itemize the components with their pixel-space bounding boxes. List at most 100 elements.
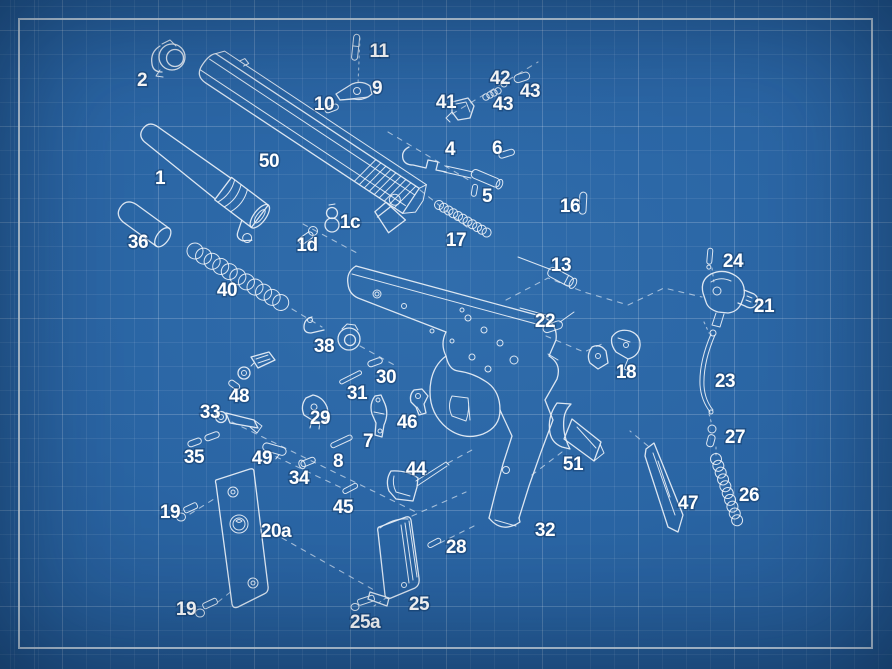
part-16-pin <box>578 191 588 215</box>
part-label-41: 41 <box>436 92 457 113</box>
part-label-13: 13 <box>551 255 571 276</box>
part-24-pin <box>706 247 714 270</box>
part-35-plunger-assembly <box>187 431 220 448</box>
part-label-11: 11 <box>369 41 389 62</box>
part-19-grip-screw-bottom <box>195 597 218 618</box>
assembly-dashed-lines <box>189 37 717 607</box>
part-label-33: 33 <box>200 402 220 423</box>
part-28-pin <box>427 537 442 549</box>
part-label-50: 50 <box>259 151 279 172</box>
part-44-magazine-catch <box>386 461 450 502</box>
part-31-pin <box>339 370 363 385</box>
part-label-6: 6 <box>492 138 502 159</box>
part-1d-pin <box>298 226 318 245</box>
part-label-47: 47 <box>678 493 698 514</box>
part-label-23: 23 <box>715 371 735 392</box>
part-20a-grip-panel <box>214 468 269 609</box>
part-label-25: 25 <box>409 594 430 615</box>
part-42-ball <box>500 80 508 88</box>
part-label-38: 38 <box>314 336 334 357</box>
part-41-firing-pin-stop <box>445 97 475 123</box>
part-43-firing-pin-spring <box>482 87 502 101</box>
part-1c-link <box>324 203 340 233</box>
part-label-36: 36 <box>128 232 148 253</box>
part-50-slide <box>198 50 427 234</box>
part-label-8: 8 <box>333 451 343 472</box>
part-32-frame-receiver <box>347 265 560 528</box>
part-29-sear <box>301 394 329 430</box>
part-label-43a: 43 <box>520 81 540 102</box>
part-26-mainspring <box>710 453 744 527</box>
part-18-sear-group <box>587 329 641 373</box>
part-5-pin <box>470 183 479 197</box>
part-43-firing-pin <box>513 71 531 84</box>
part-label-44: 44 <box>406 459 427 480</box>
part-38-barrel-link <box>303 316 361 351</box>
part-sketches <box>117 33 759 618</box>
part-label-42: 42 <box>490 68 510 89</box>
part-25-magazine <box>367 516 420 607</box>
part-label-7: 7 <box>363 431 373 452</box>
part-22-pin <box>542 311 575 334</box>
part-label-45: 45 <box>333 497 354 518</box>
part-label-34: 34 <box>289 468 310 489</box>
part-label-43b: 43 <box>493 94 513 115</box>
part-label-17: 17 <box>446 230 466 251</box>
part-9-rear-sight <box>335 81 373 101</box>
part-label-30: 30 <box>376 367 396 388</box>
part-label-29: 29 <box>310 408 330 429</box>
part-label-19a: 19 <box>160 502 180 523</box>
part-label-5: 5 <box>482 186 493 207</box>
part-label-49: 49 <box>252 448 272 469</box>
part-label-40: 40 <box>217 280 237 301</box>
part-number-labels: 11c1d2456789101113161718191920a212223242… <box>126 40 777 635</box>
part-label-10: 10 <box>314 94 334 115</box>
part-48-thumb-safety <box>228 351 276 391</box>
part-6-pin <box>498 148 515 159</box>
part-label-27: 27 <box>725 427 745 448</box>
part-label-51: 51 <box>563 454 584 475</box>
part-40-recoil-spring <box>186 242 290 312</box>
part-label-24: 24 <box>723 251 744 272</box>
blueprint-border-frame <box>18 18 873 649</box>
part-label-1d: 1d <box>296 235 317 256</box>
part-label-1c: 1c <box>340 212 361 233</box>
part-46-disconnector <box>409 388 429 416</box>
part-21-hammer <box>701 270 759 328</box>
part-label-35: 35 <box>184 447 205 468</box>
part-label-2: 2 <box>137 70 147 91</box>
part-34-grip-screw <box>298 456 316 470</box>
part-8-pin <box>330 434 353 449</box>
part-label-32: 32 <box>535 520 555 541</box>
part-10-pin <box>324 103 339 114</box>
part-label-20a: 20a <box>261 521 292 542</box>
part-label-9: 9 <box>372 78 382 99</box>
part-36-recoil-spring-plug <box>117 201 172 248</box>
part-label-19b: 19 <box>176 599 196 620</box>
part-label-22: 22 <box>535 311 555 332</box>
part-25a-screw <box>350 594 376 611</box>
part-label-21: 21 <box>754 296 775 317</box>
part-label-16: 16 <box>560 196 580 217</box>
part-47-sear-spring <box>644 442 684 533</box>
part-13-ejector-rod <box>517 256 578 289</box>
part-label-1: 1 <box>155 168 166 189</box>
part-17-spring <box>434 200 492 238</box>
part-label-46: 46 <box>397 412 417 433</box>
part-27-sear-pin <box>706 424 717 448</box>
part-19-grip-screw-top <box>176 502 199 522</box>
part-7-trigger-bar <box>370 394 388 438</box>
part-label-26: 26 <box>739 485 759 506</box>
part-label-4: 4 <box>445 139 456 160</box>
part-11-pin <box>351 33 361 61</box>
part-label-48: 48 <box>229 386 249 407</box>
part-45-pin <box>342 482 359 495</box>
part-2-barrel-bushing <box>151 39 186 78</box>
part-4-slide-lock <box>401 146 504 190</box>
part-49-plunger-tube <box>262 442 287 460</box>
part-1-barrel <box>140 123 271 244</box>
part-51-grip-safety-housing <box>548 402 605 462</box>
part-label-28: 28 <box>446 537 466 558</box>
